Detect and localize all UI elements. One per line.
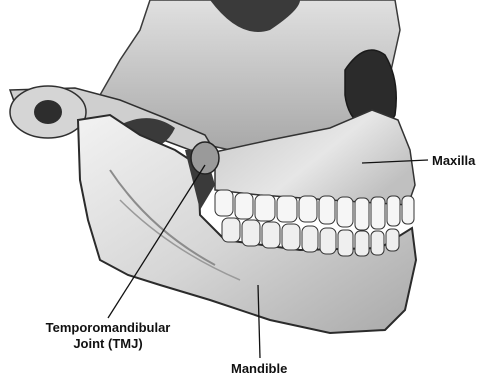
tmj-label-line1: Temporomandibular [8, 320, 208, 336]
tmj-condyle [191, 142, 219, 174]
tmj-label-line2: Joint (TMJ) [8, 336, 208, 352]
mandible-label: Mandible [231, 361, 287, 377]
maxilla-label: Maxilla [432, 153, 475, 169]
tmj-label: Temporomandibular Joint (TMJ) [8, 320, 208, 352]
